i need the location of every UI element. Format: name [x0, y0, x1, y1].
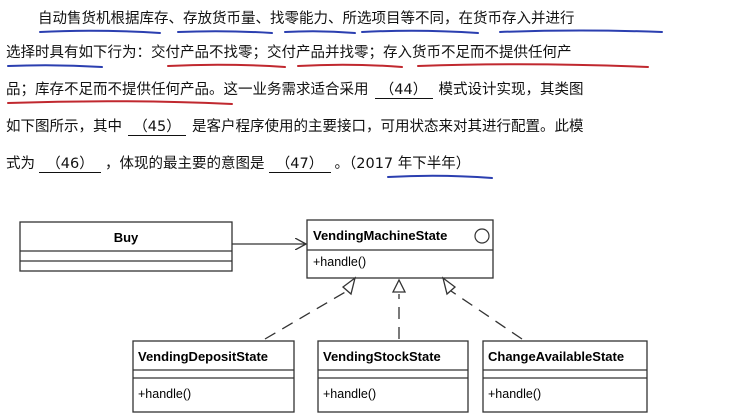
- question-text-segment: 自动售货机根据库存、存放货币量、找零能力、所选项目等不同，在货币存入并进行: [38, 11, 575, 27]
- client-class-buy: Buy: [19, 221, 233, 272]
- method-name: +handle(): [313, 255, 366, 269]
- question-line-5: 式为（46），体现的最主要的意图是（47）。（2017 年下半年）: [6, 155, 470, 173]
- class-name: VendingMachineState: [313, 228, 447, 243]
- question-text-segment: 模式设计实现，其类图: [438, 82, 584, 98]
- realization-line: [264, 290, 348, 340]
- question-text-segment: 。（2017 年下半年）: [334, 156, 471, 172]
- state-interface-class: VendingMachineState +handle(): [306, 219, 494, 279]
- answer-blank-45: （45）: [128, 119, 186, 136]
- question-text-segment: 是客户程序使用的主要接口，可用状态来对其进行配置。此模: [192, 119, 584, 135]
- question-text-segment: 如下图所示，其中: [6, 119, 122, 135]
- question-text-segment: 品；库存不足而不提供任何产品。这一业务需求适合采用: [6, 82, 369, 98]
- answer-blank-44: （44）: [374, 82, 433, 99]
- realization-line: [450, 290, 523, 340]
- question-line-4: 如下图所示，其中 （45） 是客户程序使用的主要接口，可用状态来对其进行配置。此模: [6, 118, 584, 136]
- answer-blank-47: （47）: [268, 156, 331, 173]
- method-name: +handle(): [138, 387, 191, 401]
- question-text-segment: 选择时具有如下行为：交付产品不找零；交付产品并找零；存入货币不足而不提供任何产: [6, 45, 572, 61]
- concrete-state-class: ChangeAvailableState +handle(): [482, 340, 648, 413]
- question-text: 自动售货机根据库存、存放货币量、找零能力、所选项目等不同，在货币存入并进行 选择…: [0, 0, 737, 190]
- class-name: VendingDepositState: [138, 349, 268, 364]
- class-name: ChangeAvailableState: [488, 349, 624, 364]
- concrete-state-class: VendingStockState +handle(): [317, 340, 469, 413]
- class-name: VendingStockState: [323, 349, 441, 364]
- method-name: +handle(): [488, 387, 541, 401]
- interface-icon: [474, 228, 490, 244]
- question-text-segment: ，体现的最主要的意图是: [105, 156, 265, 172]
- concrete-state-class: VendingDepositState +handle(): [132, 340, 295, 413]
- question-line-3: 品；库存不足而不提供任何产品。这一业务需求适合采用 （44） 模式设计实现，其类图: [6, 81, 584, 99]
- realization-arrowhead: [441, 276, 457, 296]
- question-text-segment: 式为: [6, 156, 35, 172]
- method-name: +handle(): [323, 387, 376, 401]
- answer-blank-46: （46）: [39, 156, 101, 173]
- class-name: Buy: [114, 230, 139, 245]
- realization-arrowhead: [341, 276, 357, 296]
- question-line-1: 自动售货机根据库存、存放货币量、找零能力、所选项目等不同，在货币存入并进行: [38, 10, 575, 28]
- realization-arrowhead: [391, 278, 407, 293]
- question-line-2: 选择时具有如下行为：交付产品不找零；交付产品并找零；存入货币不足而不提供任何产: [6, 44, 572, 62]
